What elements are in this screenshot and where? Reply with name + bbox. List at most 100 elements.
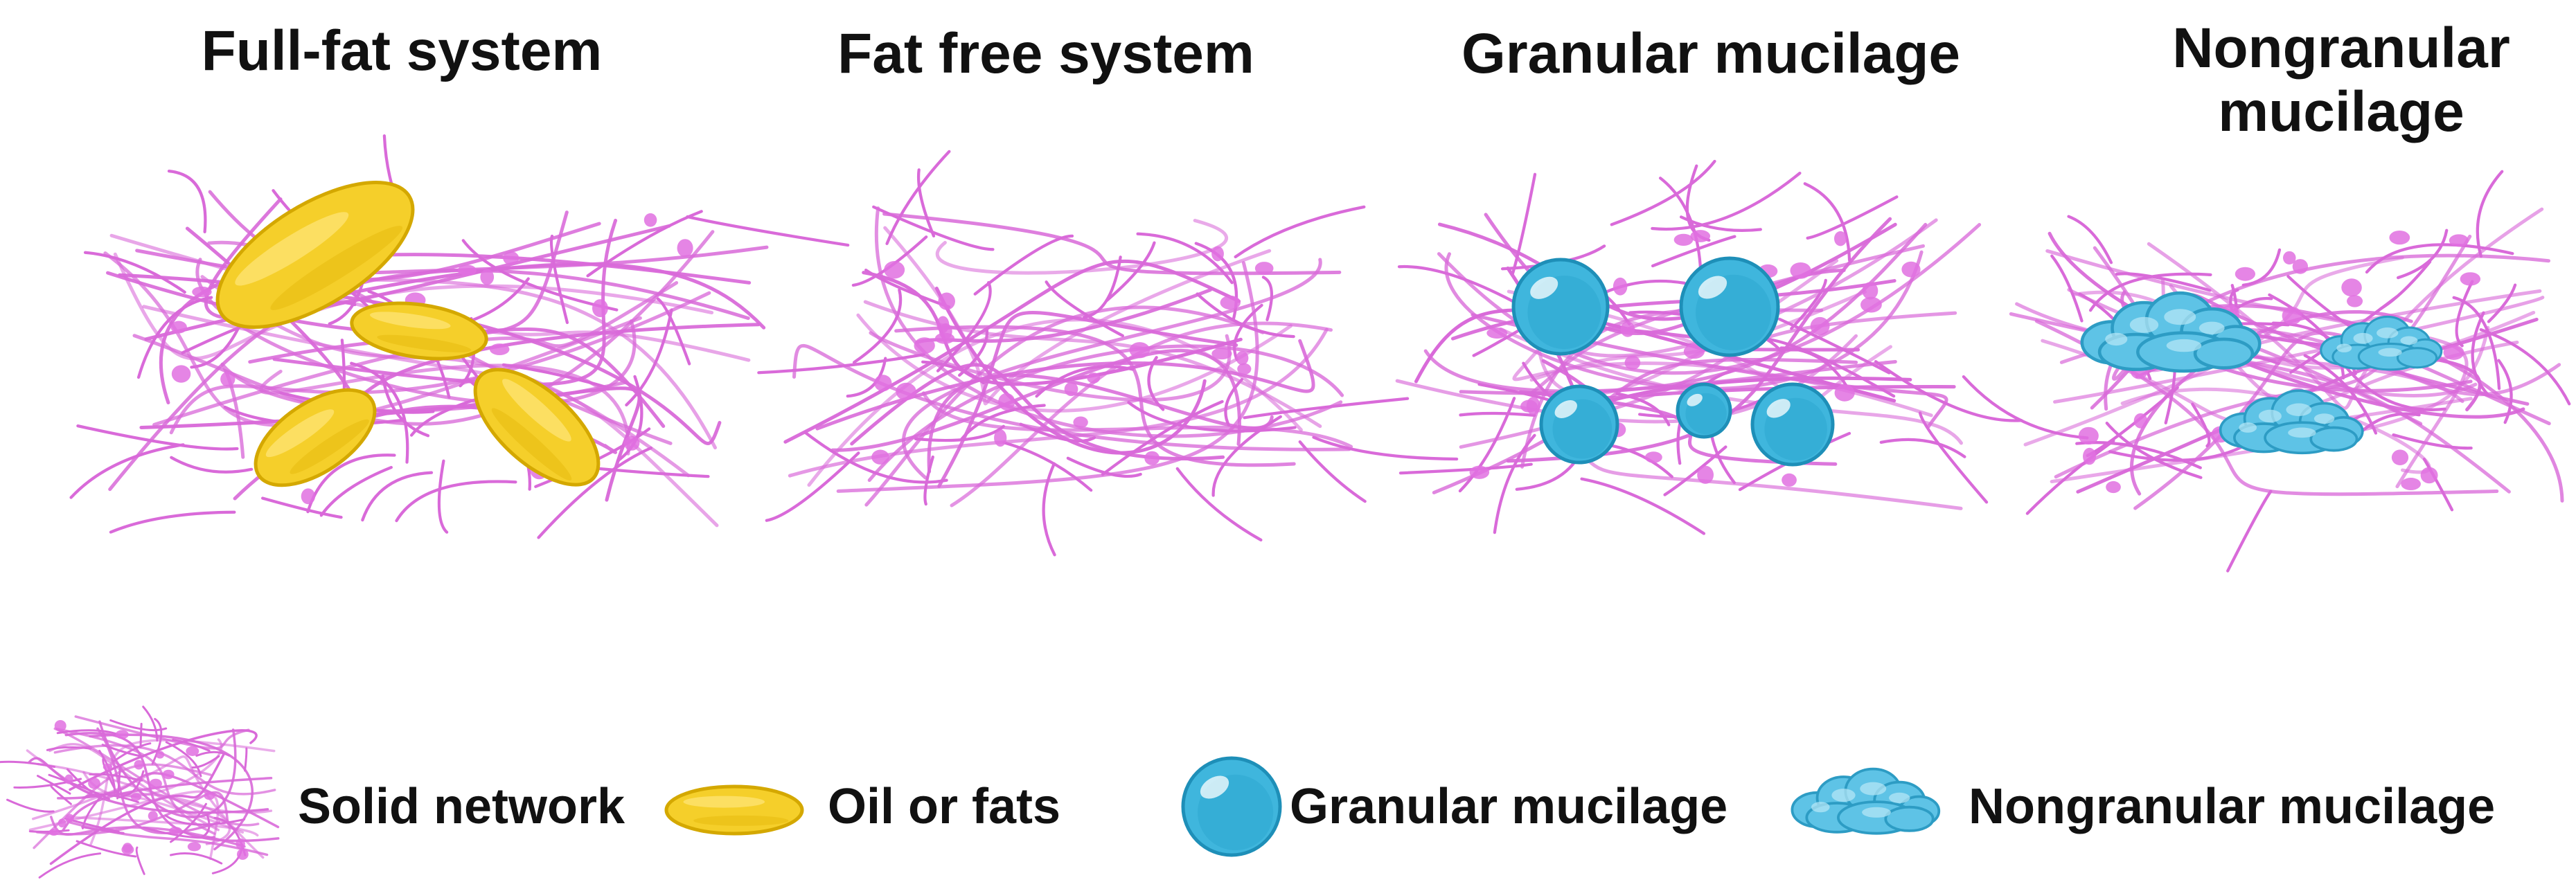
network-branch bbox=[1806, 195, 1899, 240]
network-branch bbox=[757, 352, 926, 375]
network-branch bbox=[2191, 402, 2211, 448]
network-node bbox=[88, 778, 100, 789]
panel-title-nongranular-line1: Nongranular bbox=[2172, 17, 2510, 80]
network-branch bbox=[686, 215, 850, 247]
network-node bbox=[998, 393, 1015, 411]
network-node bbox=[186, 746, 199, 756]
network-node bbox=[2341, 278, 2362, 297]
network-branch bbox=[113, 742, 152, 762]
network-node bbox=[1236, 350, 1249, 366]
network-node bbox=[236, 848, 249, 860]
network-branch bbox=[1874, 360, 2023, 422]
network-fibre bbox=[921, 391, 1353, 449]
network-node bbox=[1220, 295, 1241, 310]
network-branch bbox=[319, 465, 393, 517]
network-branch bbox=[936, 280, 992, 372]
network-branch bbox=[82, 793, 139, 803]
network-fibre bbox=[28, 790, 220, 860]
network-branch bbox=[2226, 490, 2273, 573]
network-node bbox=[220, 371, 236, 387]
network-fibre bbox=[82, 792, 231, 845]
network-node bbox=[1087, 372, 1101, 384]
network-branch bbox=[1610, 159, 1716, 226]
network-branch bbox=[1459, 411, 1536, 417]
network-branch bbox=[1175, 467, 1263, 542]
network-node bbox=[1901, 261, 1921, 278]
network-node bbox=[457, 264, 477, 276]
granule-icon bbox=[1511, 258, 1610, 356]
network-branch bbox=[135, 846, 145, 875]
network-branch bbox=[1234, 205, 1366, 259]
network-branch bbox=[1045, 280, 1124, 338]
network-fibre bbox=[850, 363, 1225, 461]
nongranular-clouds bbox=[2080, 291, 2443, 455]
network-node bbox=[1064, 381, 1078, 397]
network-branch bbox=[244, 747, 248, 772]
network-icon bbox=[0, 706, 280, 879]
network-branch bbox=[2392, 433, 2473, 450]
network-fibre bbox=[89, 739, 276, 845]
network-branch bbox=[56, 729, 119, 736]
network-node bbox=[1862, 282, 1878, 300]
network-branch bbox=[2455, 280, 2474, 348]
network-node bbox=[643, 213, 657, 227]
network-branch bbox=[2050, 254, 2084, 323]
network-branch bbox=[76, 424, 239, 451]
network-branch bbox=[261, 496, 343, 519]
legend-label-granular-mucilage: Granular mucilage bbox=[1290, 779, 1728, 834]
network-node bbox=[134, 760, 144, 770]
network-branch bbox=[1679, 215, 1762, 233]
network-branch bbox=[1651, 235, 1736, 268]
granule-icon bbox=[1679, 256, 1780, 357]
oil-droplet-icon bbox=[254, 388, 377, 487]
granule-icon bbox=[1181, 756, 1282, 857]
network-branch bbox=[46, 746, 92, 751]
network-node bbox=[1624, 355, 1641, 370]
network-node bbox=[1644, 451, 1662, 463]
network-node bbox=[2282, 251, 2296, 265]
network-branch bbox=[1147, 356, 1165, 411]
cloud-mucilage-icon bbox=[2219, 389, 2364, 455]
network-branch bbox=[2241, 248, 2282, 287]
network-node bbox=[1211, 348, 1232, 360]
network-node bbox=[57, 818, 66, 828]
network-fibre bbox=[2015, 302, 2464, 404]
network-branch bbox=[2397, 228, 2449, 280]
network-branch bbox=[973, 234, 1074, 296]
network-branch bbox=[361, 471, 434, 522]
network-branch bbox=[2422, 458, 2454, 512]
network-node bbox=[169, 827, 182, 835]
network-branch bbox=[122, 770, 145, 798]
network-node bbox=[1129, 342, 1151, 359]
panel-title-full-fat: Full-fat system bbox=[201, 19, 603, 82]
network-fibre bbox=[1444, 250, 1924, 391]
network-node bbox=[2083, 447, 2097, 465]
oil-droplet-icon bbox=[664, 784, 804, 836]
granule-icon bbox=[1676, 382, 1732, 439]
network-fibre bbox=[927, 373, 1274, 474]
legend-label-nongranular-mucilage: Nongranular mucilage bbox=[1969, 779, 2496, 834]
network-node bbox=[1782, 473, 1797, 487]
network-fibre bbox=[1518, 390, 1838, 466]
network-fibre bbox=[783, 259, 1241, 444]
network-fibre bbox=[152, 280, 679, 426]
network-node bbox=[2401, 478, 2421, 491]
network-icon bbox=[1312, 159, 2023, 535]
network-node bbox=[2347, 295, 2363, 307]
network-branch bbox=[1879, 438, 1966, 458]
network-branch bbox=[1298, 440, 1367, 503]
network-branch bbox=[1790, 278, 1827, 330]
network-fibre bbox=[28, 757, 269, 814]
network-node bbox=[936, 316, 950, 334]
network-node bbox=[2106, 481, 2121, 494]
granules bbox=[1511, 256, 1835, 467]
network-fibre bbox=[2034, 319, 2499, 496]
network-branch bbox=[1658, 177, 1703, 281]
network-branch bbox=[437, 459, 449, 534]
network-fibre bbox=[132, 230, 715, 426]
network-branch bbox=[38, 852, 102, 879]
network-branch bbox=[109, 510, 236, 534]
network-branch bbox=[1002, 441, 1093, 492]
network-node bbox=[2235, 267, 2256, 281]
